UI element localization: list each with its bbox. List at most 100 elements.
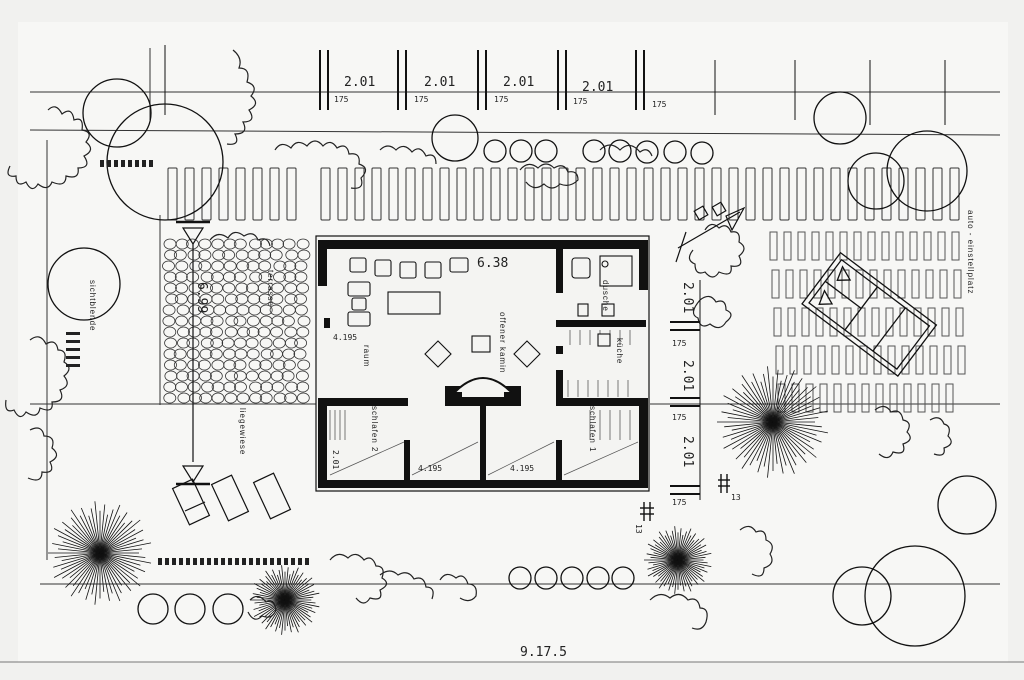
burst-ray bbox=[99, 552, 141, 566]
burst-ray bbox=[277, 574, 286, 601]
paving-stone bbox=[248, 359, 262, 371]
parking-stall-right bbox=[797, 231, 806, 261]
burst-ray bbox=[99, 542, 152, 554]
parking-stall-right bbox=[903, 383, 912, 413]
burst-ray bbox=[658, 559, 679, 577]
burst-ray bbox=[70, 509, 101, 554]
burst-ray bbox=[265, 570, 286, 601]
burst-ray bbox=[284, 599, 299, 633]
paving-stone bbox=[224, 293, 238, 305]
burst-ray bbox=[265, 599, 286, 630]
burst-ray bbox=[99, 552, 135, 572]
parking-stall bbox=[779, 167, 790, 221]
burst-ray bbox=[284, 599, 313, 623]
burst-ray bbox=[99, 548, 143, 554]
paving-stone bbox=[258, 249, 272, 261]
parking-stall bbox=[439, 167, 450, 221]
liegewiese-label: liegewiese bbox=[238, 408, 247, 455]
paving-stone bbox=[187, 381, 201, 393]
burst-ray bbox=[261, 599, 286, 624]
parking-stall-right bbox=[803, 345, 812, 375]
step-block bbox=[221, 558, 225, 565]
burst-ray bbox=[60, 552, 101, 570]
parking-stall-right bbox=[771, 269, 780, 299]
paving-stone bbox=[237, 326, 251, 338]
parking-stall-right bbox=[801, 307, 810, 337]
burst-ray bbox=[734, 396, 774, 423]
paving-stone bbox=[245, 337, 259, 349]
burst-ray bbox=[677, 538, 700, 561]
paving-stone bbox=[246, 326, 260, 338]
paving-stone bbox=[294, 304, 308, 316]
burst-ray bbox=[772, 410, 828, 423]
paving-stone bbox=[187, 249, 201, 261]
parking-stall-right bbox=[939, 269, 948, 299]
paving-stone bbox=[249, 381, 263, 393]
paving-stone bbox=[224, 326, 238, 338]
paving-stone bbox=[259, 304, 273, 316]
burst-ray bbox=[677, 544, 707, 561]
marker-13b: 13 bbox=[634, 524, 643, 534]
burst-ray bbox=[677, 533, 697, 561]
paving-stone bbox=[223, 238, 237, 250]
parking-stall-right bbox=[883, 269, 892, 299]
bottom-left-dim: 2.01 bbox=[331, 450, 340, 469]
paving-stone bbox=[271, 315, 285, 327]
paving-stone bbox=[210, 337, 224, 349]
paving-stone bbox=[285, 381, 299, 393]
paving-stone bbox=[271, 381, 285, 393]
paving-stone bbox=[189, 392, 202, 404]
parking-stall-right bbox=[885, 307, 894, 337]
paving-stone bbox=[271, 282, 285, 294]
paving-stone bbox=[294, 293, 307, 305]
burst-ray bbox=[284, 567, 299, 601]
paving-stone bbox=[163, 326, 177, 338]
paving-stone bbox=[198, 260, 212, 272]
burst-ray bbox=[53, 528, 101, 554]
kueche-label: küche bbox=[615, 338, 624, 364]
shrub bbox=[508, 566, 532, 590]
burst-ray bbox=[78, 552, 101, 594]
burst-ray bbox=[99, 552, 123, 586]
burst-ray bbox=[772, 421, 822, 443]
parking-stall-right bbox=[909, 231, 918, 261]
paving-stone bbox=[294, 271, 308, 283]
burst-ray bbox=[677, 528, 682, 561]
burst-ray bbox=[650, 556, 679, 561]
parking-stall bbox=[915, 167, 926, 221]
right-dim-1: 2.01 bbox=[680, 282, 695, 313]
burst-ray bbox=[772, 421, 778, 464]
paving-stone bbox=[199, 326, 213, 338]
burst-ray bbox=[674, 526, 679, 561]
shrub bbox=[534, 566, 558, 590]
shrub bbox=[586, 566, 610, 590]
step-block bbox=[172, 558, 176, 565]
burst-ray bbox=[772, 421, 787, 466]
burst-ray bbox=[647, 559, 679, 570]
burst-ray bbox=[772, 421, 795, 474]
burst-ray bbox=[677, 534, 684, 561]
burst-ray bbox=[279, 599, 286, 628]
burst-ray bbox=[658, 531, 679, 561]
burst-ray bbox=[741, 383, 774, 423]
paving-stone bbox=[200, 337, 214, 349]
burst-ray bbox=[54, 552, 101, 558]
paving-stone bbox=[173, 359, 187, 371]
burst-ray bbox=[647, 543, 679, 561]
parking-stall-right bbox=[957, 345, 966, 375]
paving-stone bbox=[201, 381, 215, 393]
burst-ray bbox=[772, 380, 782, 423]
paving-stone bbox=[296, 392, 310, 404]
burst-ray bbox=[284, 599, 316, 604]
paving-stone bbox=[225, 315, 239, 327]
parking-stall-right bbox=[805, 383, 814, 413]
left-dimension bbox=[176, 220, 210, 486]
right-dimension-posts bbox=[670, 280, 701, 500]
burst-ray bbox=[772, 421, 822, 428]
shrub bbox=[663, 140, 687, 164]
burst-ray bbox=[749, 421, 774, 466]
parking-stall-right bbox=[937, 231, 946, 261]
paving-stone bbox=[233, 238, 247, 250]
hedges bbox=[5, 49, 952, 630]
paving-stone bbox=[259, 337, 273, 349]
